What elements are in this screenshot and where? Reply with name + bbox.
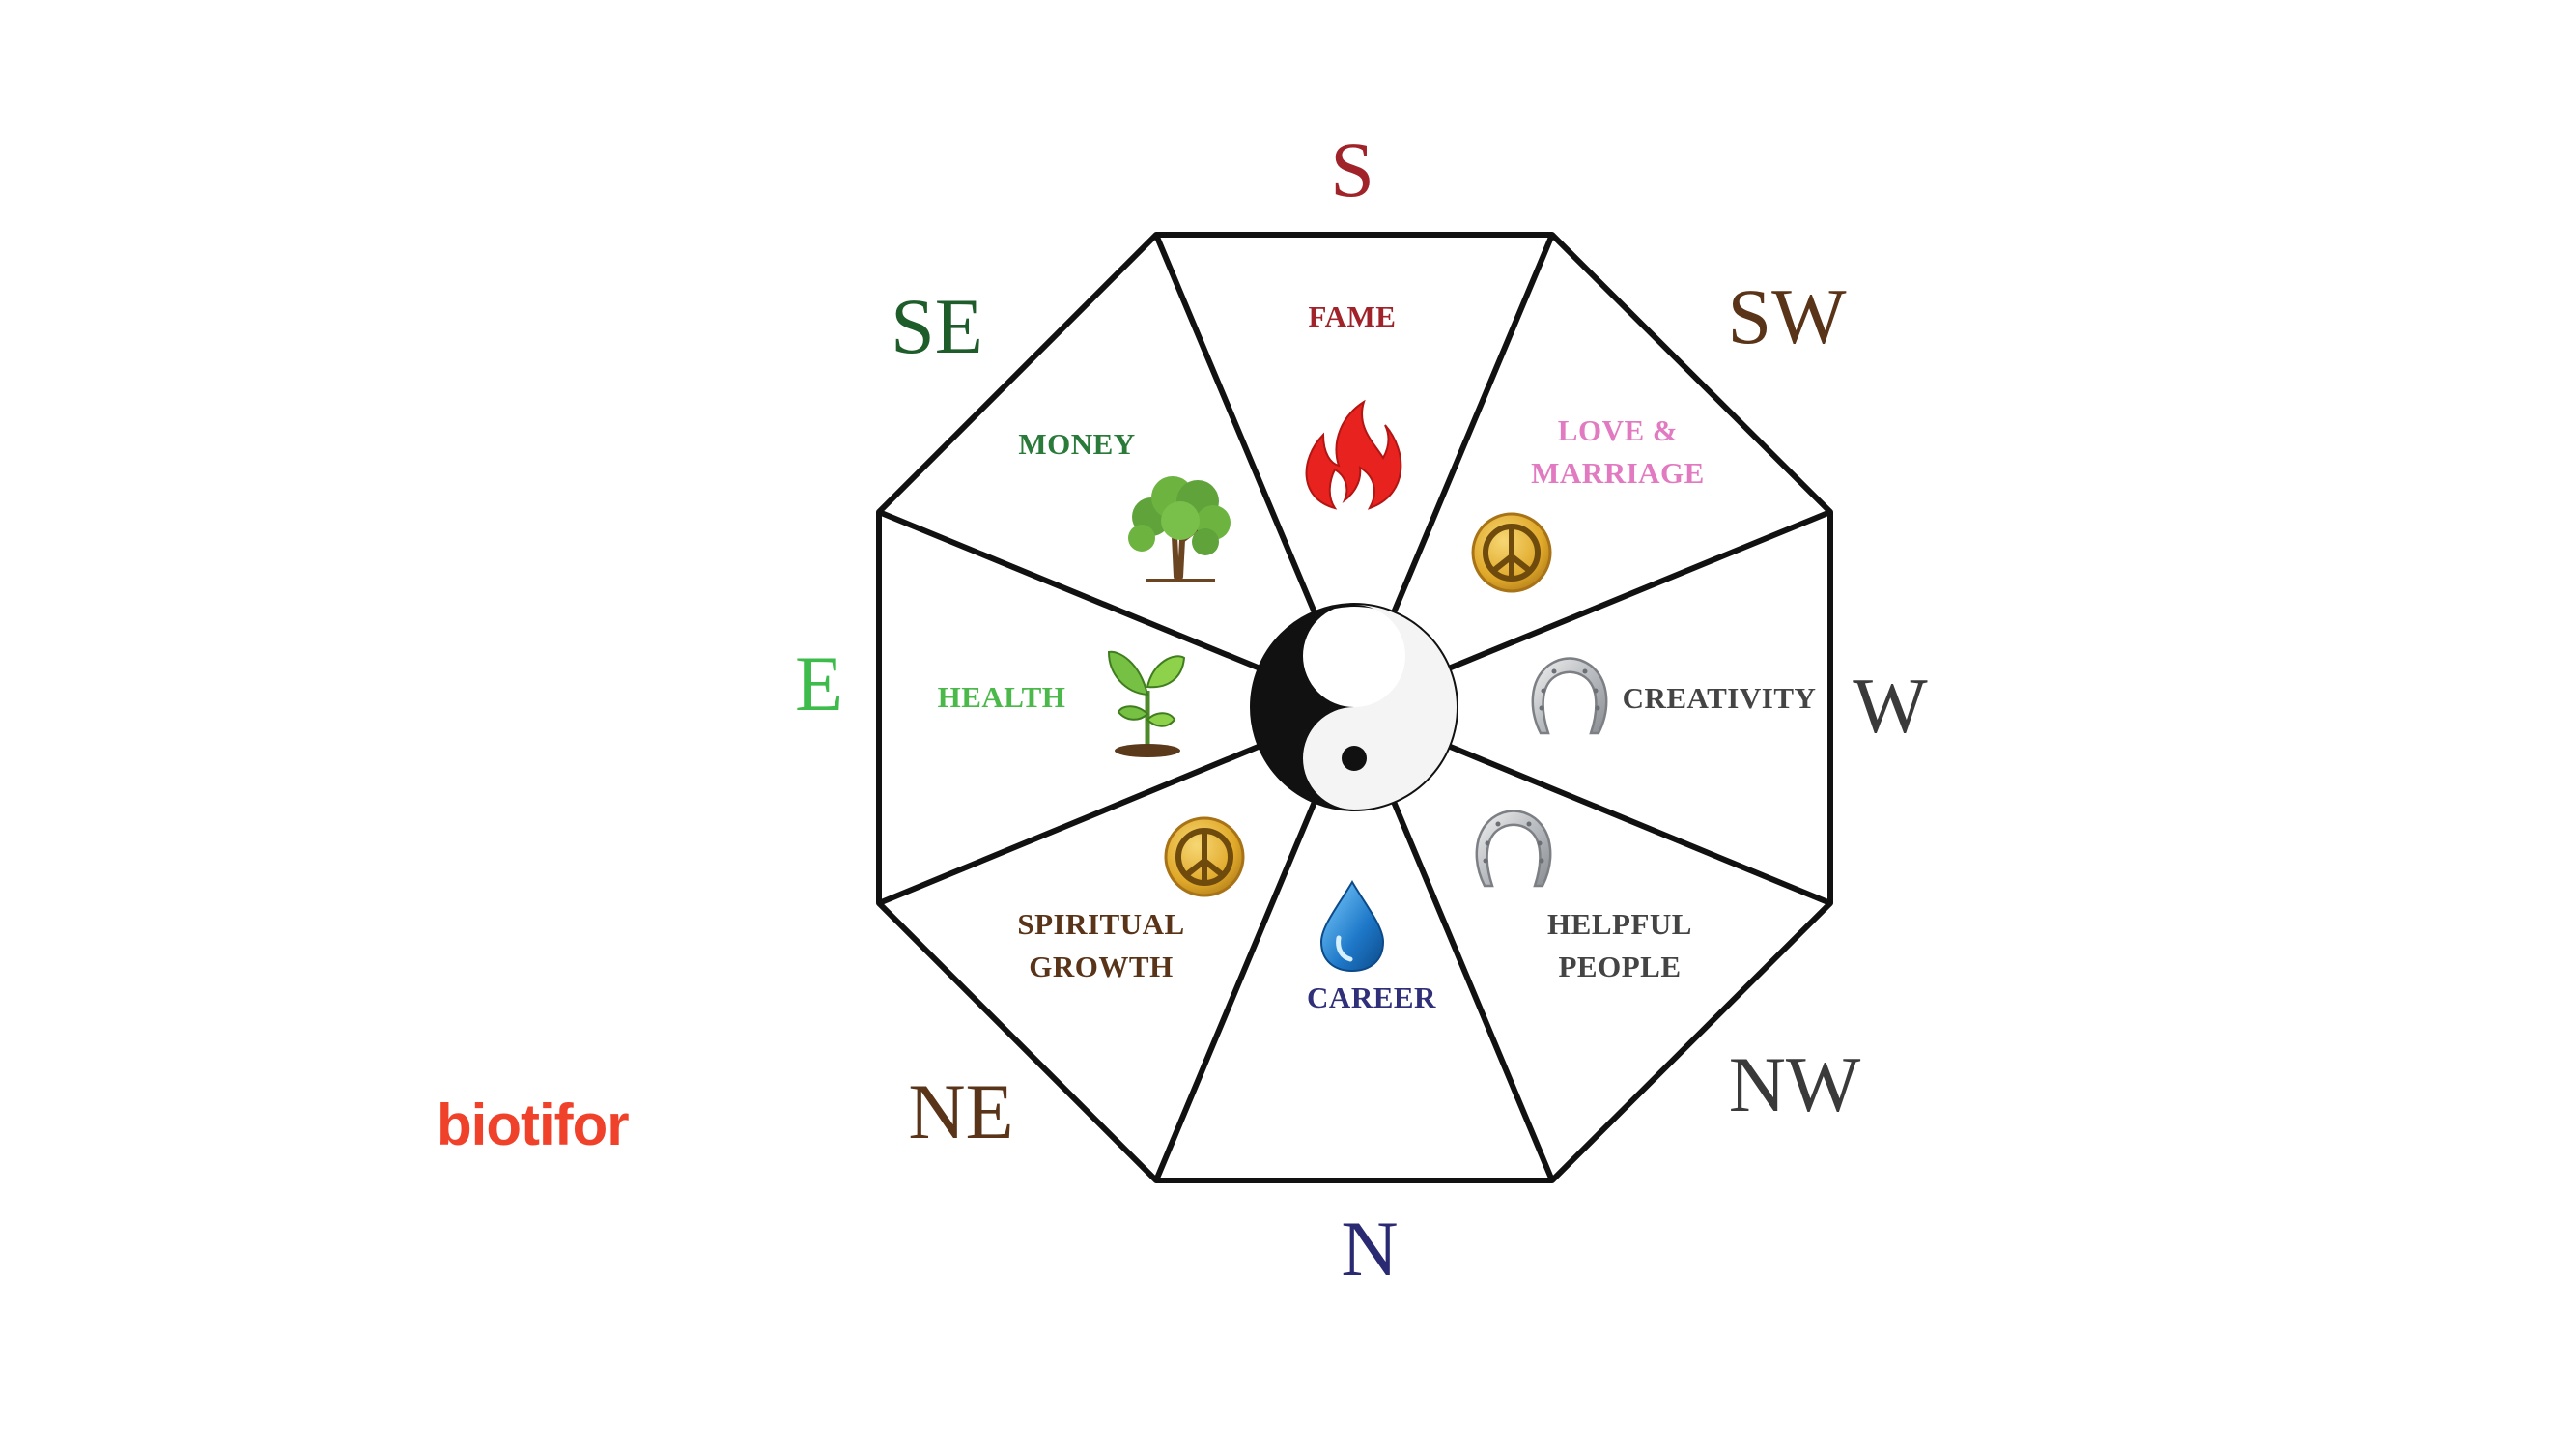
peace-sign-icon bbox=[1166, 818, 1243, 895]
area-helpful-label-line1: HELPFUL bbox=[1547, 907, 1692, 941]
direction-ne: NE bbox=[908, 1067, 1013, 1155]
direction-se: SE bbox=[891, 282, 983, 370]
water-drop-icon bbox=[1319, 880, 1385, 973]
direction-s: S bbox=[1330, 126, 1374, 213]
area-spiritual-label-line1: SPIRITUAL bbox=[1017, 907, 1184, 941]
direction-sw: SW bbox=[1728, 272, 1848, 360]
tree-icon bbox=[1128, 476, 1231, 582]
direction-nw: NW bbox=[1729, 1040, 1861, 1128]
peace-sign-icon bbox=[1473, 514, 1550, 591]
area-spiritual-label-line2: GROWTH bbox=[1029, 950, 1173, 983]
area-fame-label: FAME bbox=[1309, 299, 1397, 333]
flame-icon bbox=[1305, 399, 1402, 510]
area-career-label: CAREER bbox=[1307, 980, 1436, 1014]
area-love-label-line1: LOVE & bbox=[1558, 413, 1678, 447]
direction-e: E bbox=[795, 639, 843, 727]
yin-yang-icon bbox=[1250, 603, 1458, 811]
area-love-label-line2: MARRIAGE bbox=[1531, 456, 1705, 490]
area-creativity-label: CREATIVITY bbox=[1623, 681, 1817, 715]
brand-logo: biotifor bbox=[437, 1093, 630, 1157]
direction-w: W bbox=[1853, 662, 1928, 750]
sprout-icon bbox=[1107, 650, 1186, 757]
area-health-label: HEALTH bbox=[938, 680, 1066, 714]
area-money-label: MONEY bbox=[1018, 427, 1135, 461]
area-helpful-label-line2: PEOPLE bbox=[1558, 950, 1681, 983]
direction-n: N bbox=[1341, 1205, 1398, 1293]
